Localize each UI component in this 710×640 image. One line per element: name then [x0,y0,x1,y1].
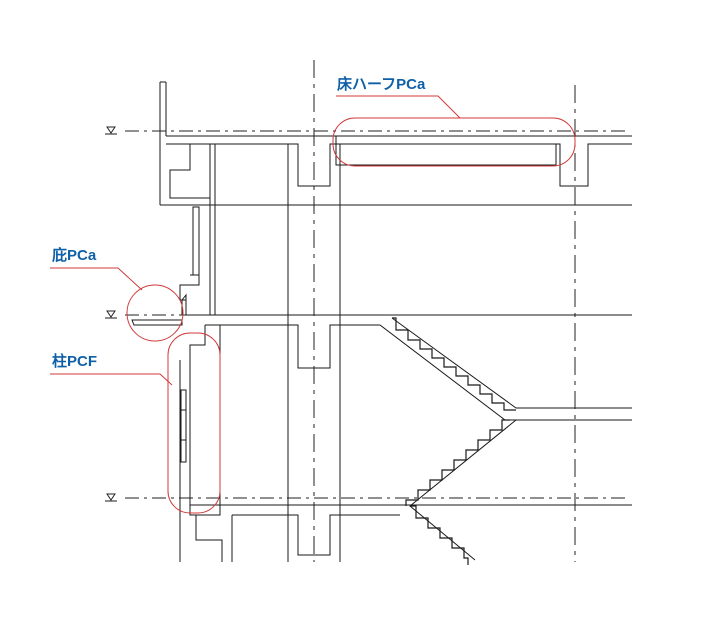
down-triangle-icon [106,310,116,318]
stair-treads-bottom [410,505,469,565]
floor-half-pca-label: 床ハーフPCa [337,75,426,93]
stair-treads-lower [405,419,510,506]
leader-column-pcf [50,373,173,386]
eave-pca-label: 庇PCa [52,246,97,264]
bottom-edge [195,515,223,562]
column-pcf-label: 柱PCF [52,352,97,370]
parapet [159,82,167,205]
floor-half-pca-highlight [332,117,576,167]
leaders [50,95,461,386]
down-triangle-icon [106,126,116,134]
column-pcf-body [189,325,221,516]
leader-eave-pca [50,267,143,291]
half-pca-slab [335,136,557,166]
bottom-floor-slab [190,504,632,562]
highlights [126,117,576,514]
stair [379,317,632,565]
eave-slab [131,319,183,326]
grid-lines [313,60,576,562]
leader-floor-half-pca [336,95,461,119]
top-floor-slab [159,81,632,206]
stair-treads-upper [392,317,516,411]
upper-window [179,206,200,301]
columns [209,144,341,562]
down-triangle-icon [106,493,116,501]
column-pcf-highlight [167,332,221,514]
eave-pca-highlight [126,284,184,342]
window-sill [179,274,200,301]
stair-upper-flight-upper [391,317,632,409]
level-markers [105,126,117,502]
lower-facade [179,325,221,562]
top-edge-profile [166,143,210,199]
window-frame-upper [192,206,200,276]
bottom-slab-soffit [231,514,400,562]
mid-slab-soffit [205,324,380,369]
stair-upper-flight-lower [379,324,632,421]
window-frame-lower [180,389,187,463]
top-slab-soffit [190,143,632,187]
middle-floor-slab [131,293,632,369]
labels: 床ハーフPCa 庇PCa 柱PCF [52,75,426,370]
